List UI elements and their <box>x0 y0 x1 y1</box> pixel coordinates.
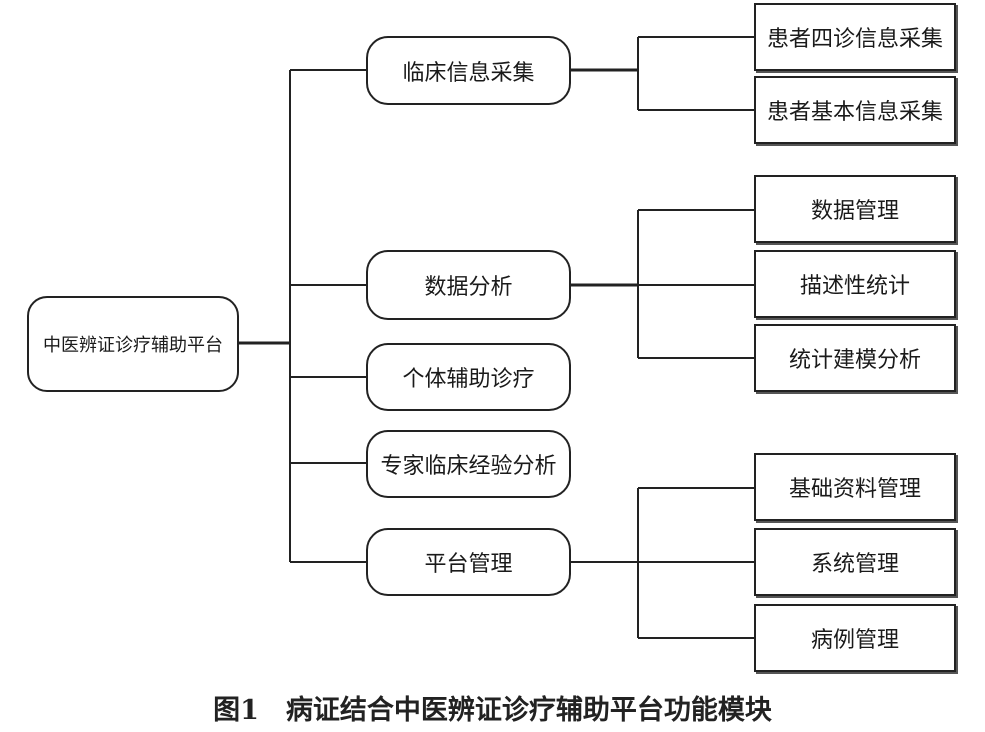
module-node-clinical-info: 临床信息采集 <box>366 36 571 105</box>
connector-lines <box>238 36 754 639</box>
module-node-data-analysis: 数据分析 <box>366 250 571 320</box>
leaf-node-data-management: 数据管理 <box>754 175 956 243</box>
leaf-node-system-management: 系统管理 <box>754 528 956 596</box>
module-node-expert-experience: 专家临床经验分析 <box>366 430 571 498</box>
leaf-node-descriptive-stats: 描述性统计 <box>754 250 956 318</box>
leaf-node-basic-info: 患者基本信息采集 <box>754 76 956 144</box>
leaf-node-statistical-modeling: 统计建模分析 <box>754 324 956 392</box>
function-module-diagram: 中医辨证诊疗辅助平台 临床信息采集 数据分析 个体辅助诊疗 专家临床经验分析 平… <box>27 3 956 672</box>
module-node-individual-diagnosis: 个体辅助诊疗 <box>366 343 571 411</box>
root-node: 中医辨证诊疗辅助平台 <box>27 296 239 392</box>
leaf-node-base-data-management: 基础资料管理 <box>754 453 956 521</box>
leaf-node-four-diagnosis-info: 患者四诊信息采集 <box>754 3 956 71</box>
figure-caption: 图1 病证结合中医辨证诊疗辅助平台功能模块 <box>213 695 772 726</box>
leaf-node-case-management: 病例管理 <box>754 604 956 672</box>
module-node-platform-management: 平台管理 <box>366 528 571 596</box>
